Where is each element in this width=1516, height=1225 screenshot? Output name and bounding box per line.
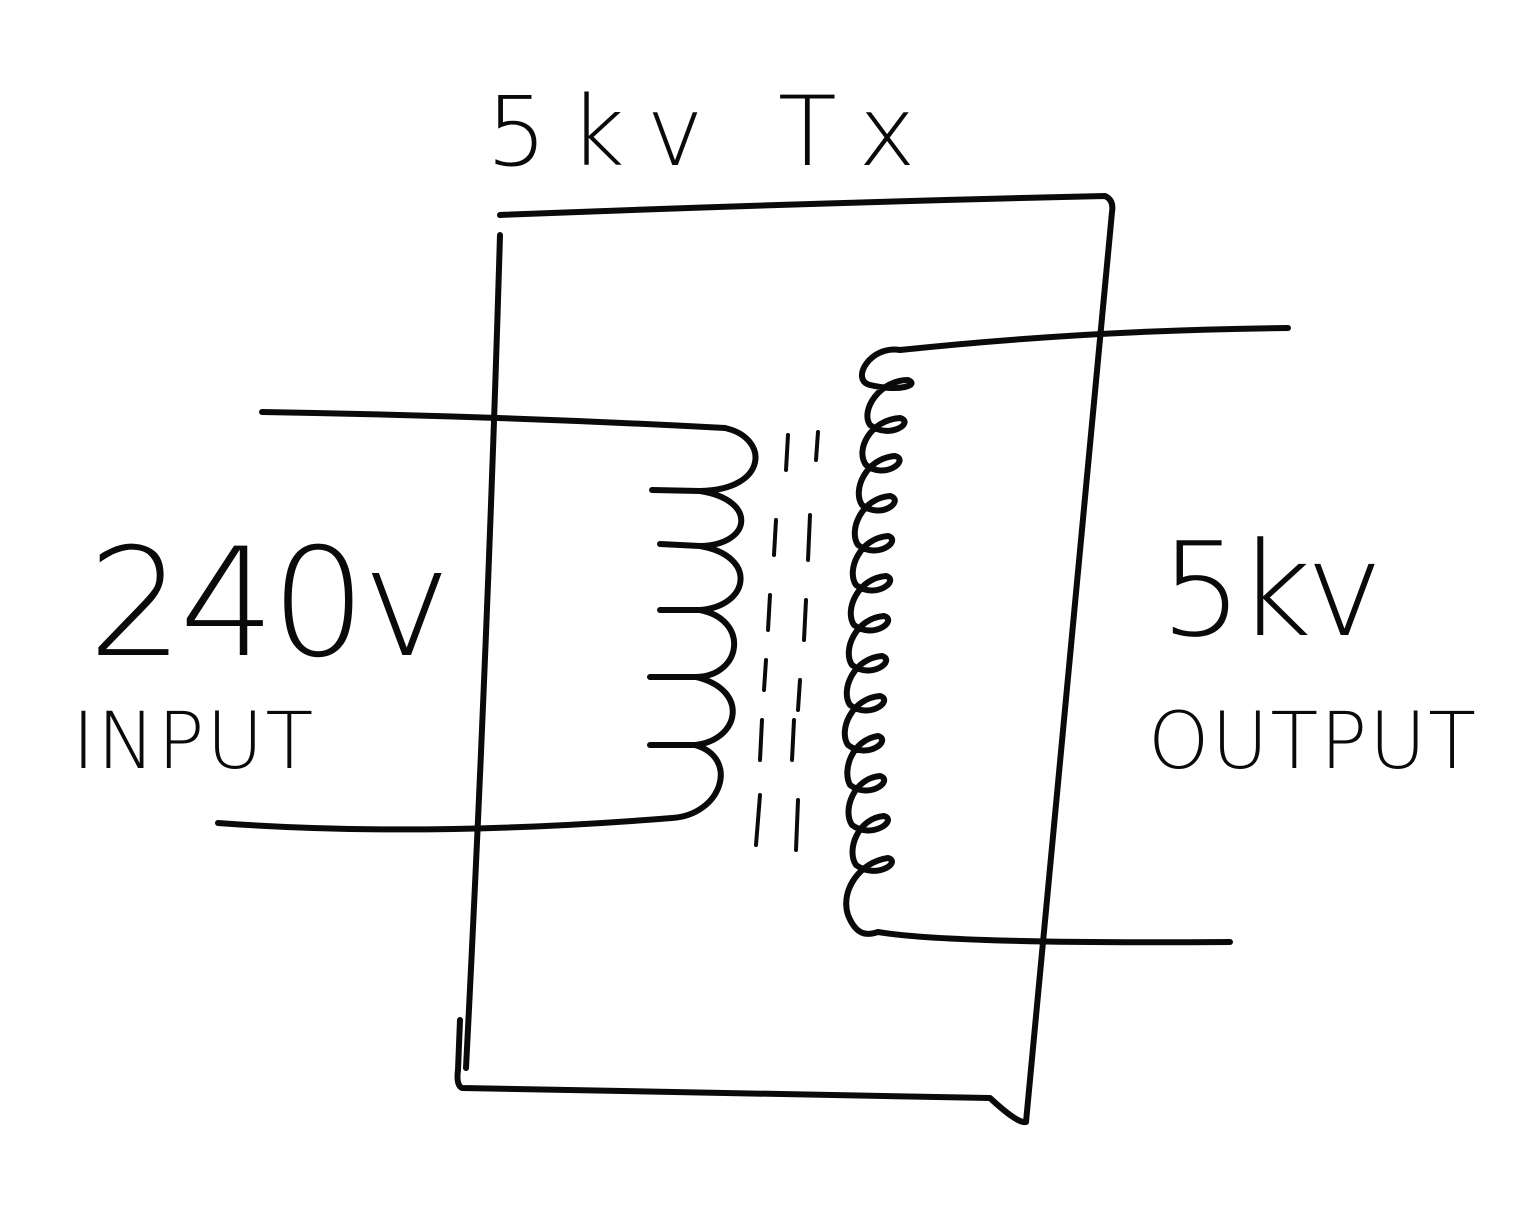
secondary-coil: [841, 346, 1233, 946]
diagram-title: 5kv Tx: [486, 76, 937, 188]
secondary-top-lead: [897, 325, 1291, 353]
output-caption: OUTPUT: [1148, 697, 1478, 787]
secondary-winding: [841, 325, 1291, 946]
transformer-core: [754, 430, 820, 852]
input-voltage-label: 240v: [88, 517, 447, 691]
transformer-enclosure: [454, 193, 1116, 1126]
primary-top-lead: [259, 409, 728, 431]
input-caption: INPUT: [72, 697, 315, 787]
output-voltage-label: 5kv: [1160, 514, 1377, 666]
primary-winding: [215, 409, 759, 833]
primary-coil: [215, 425, 759, 833]
